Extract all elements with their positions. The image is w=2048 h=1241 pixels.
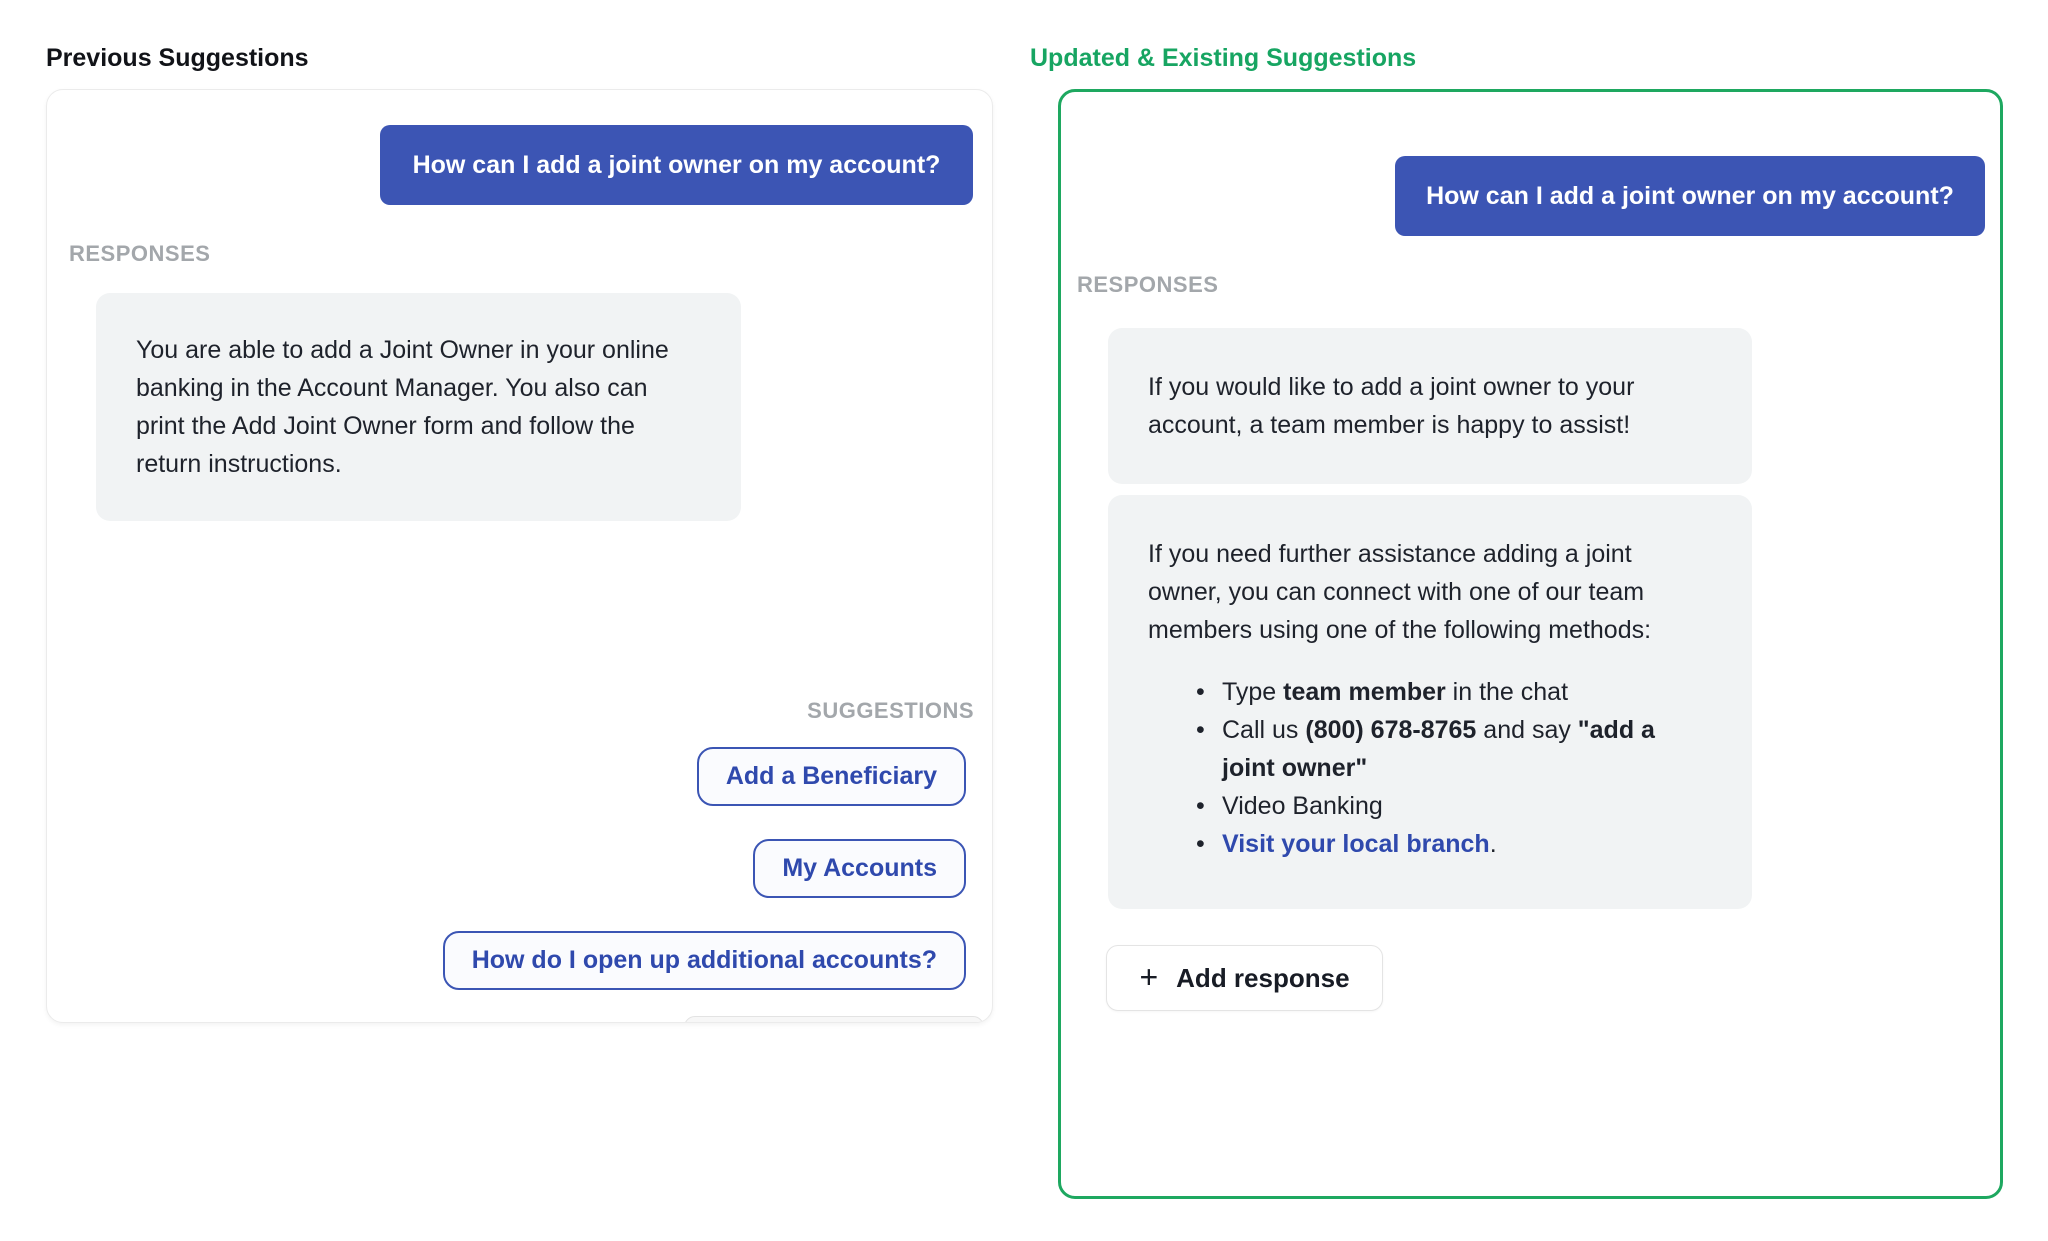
- bullet-call-us: Call us (800) 678-8765 and say "add a jo…: [1194, 711, 1712, 787]
- responses-label: RESPONSES: [69, 241, 211, 266]
- suggestion-my-accounts[interactable]: My Accounts: [753, 839, 966, 898]
- previous-suggestions-title: Previous Suggestions: [46, 44, 309, 72]
- bot-response-bubble-2: If you need further assistance adding a …: [1108, 495, 1752, 909]
- bot-response-bubble-1: If you would like to add a joint owner t…: [1108, 328, 1752, 484]
- add-response-label: Add response: [1176, 962, 1350, 993]
- user-message-bubble: How can I add a joint owner on my accoun…: [380, 125, 973, 205]
- updated-existing-suggestions-title: Updated & Existing Suggestions: [1030, 44, 1417, 72]
- previous-suggestions-panel: How can I add a joint owner on my accoun…: [46, 89, 993, 1023]
- suggestion-add-a-beneficiary[interactable]: Add a Beneficiary: [696, 747, 966, 806]
- visit-local-branch-link[interactable]: Visit your local branch: [1222, 830, 1490, 858]
- cutoff-scrolled-bubble: [684, 1016, 984, 1022]
- user-message-bubble: How can I add a joint owner on my accoun…: [1395, 156, 1985, 236]
- responses-label: RESPONSES: [1077, 272, 1219, 297]
- suggestion-open-additional-accounts[interactable]: How do I open up additional accounts?: [442, 931, 966, 990]
- add-response-button[interactable]: + Add response: [1106, 945, 1383, 1011]
- bullet-visit-branch: Visit your local branch.: [1194, 825, 1712, 863]
- suggestions-list: Add a Beneficiary My Accounts How do I o…: [442, 747, 966, 990]
- response-2-intro: If you need further assistance adding a …: [1148, 540, 1652, 644]
- updated-suggestions-panel: How can I add a joint owner on my accoun…: [1058, 89, 2003, 1199]
- bullet-video-banking: Video Banking: [1194, 787, 1712, 825]
- plus-icon: +: [1139, 959, 1159, 995]
- contact-methods-list: Type team member in the chat Call us (80…: [1148, 673, 1712, 863]
- bullet-type-team-member: Type team member in the chat: [1194, 673, 1712, 711]
- suggestions-label: SUGGESTIONS: [807, 698, 974, 723]
- bot-response-bubble: You are able to add a Joint Owner in you…: [96, 293, 741, 521]
